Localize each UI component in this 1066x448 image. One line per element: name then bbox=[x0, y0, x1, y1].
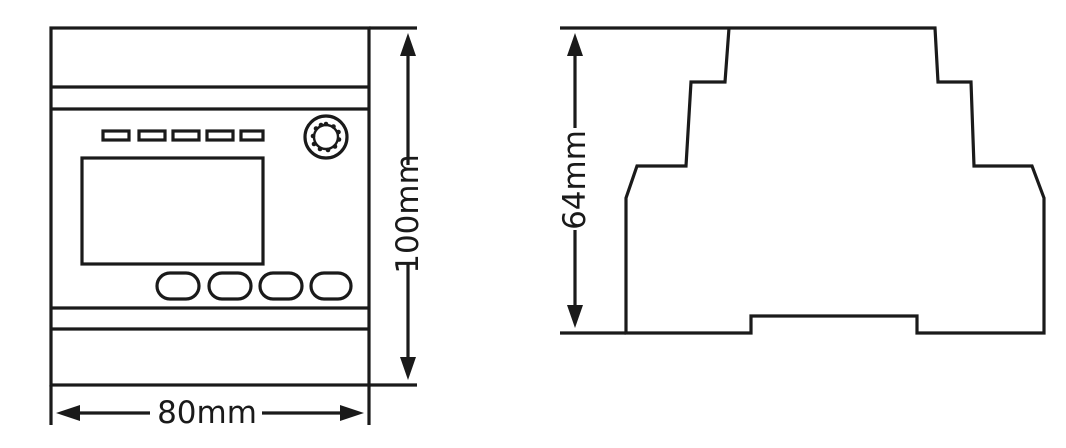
front-button-4 bbox=[309, 271, 353, 301]
front-view bbox=[49, 26, 371, 387]
width-arrow-left bbox=[56, 405, 80, 421]
height-arrow-top bbox=[400, 33, 416, 56]
side-view bbox=[560, 26, 1046, 335]
height-label: 100mm bbox=[390, 154, 426, 274]
side-profile-outline bbox=[560, 26, 1046, 335]
depth-label: 64mm bbox=[557, 130, 593, 230]
front-button-1 bbox=[155, 271, 201, 301]
width-arrow-right bbox=[340, 405, 364, 421]
indicator-led-4 bbox=[205, 129, 235, 142]
depth-arrow-bottom bbox=[567, 305, 583, 328]
width-label: 80mm bbox=[157, 395, 257, 431]
knob-icon bbox=[303, 114, 349, 160]
indicator-led-2 bbox=[137, 129, 167, 142]
front-button-3 bbox=[258, 271, 304, 301]
height-arrow-bottom bbox=[400, 357, 416, 380]
depth-dimension: 64mm bbox=[557, 33, 593, 328]
width-dimension: 80mm bbox=[49, 385, 371, 431]
indicator-led-3 bbox=[171, 129, 201, 142]
front-body-outline bbox=[49, 26, 371, 387]
depth-arrow-top bbox=[567, 33, 583, 56]
front-button-2 bbox=[207, 271, 253, 301]
height-dimension: 100mm bbox=[369, 26, 426, 387]
indicator-led-1 bbox=[101, 129, 131, 142]
lcd-display bbox=[80, 156, 265, 266]
indicator-led-5 bbox=[239, 129, 265, 142]
